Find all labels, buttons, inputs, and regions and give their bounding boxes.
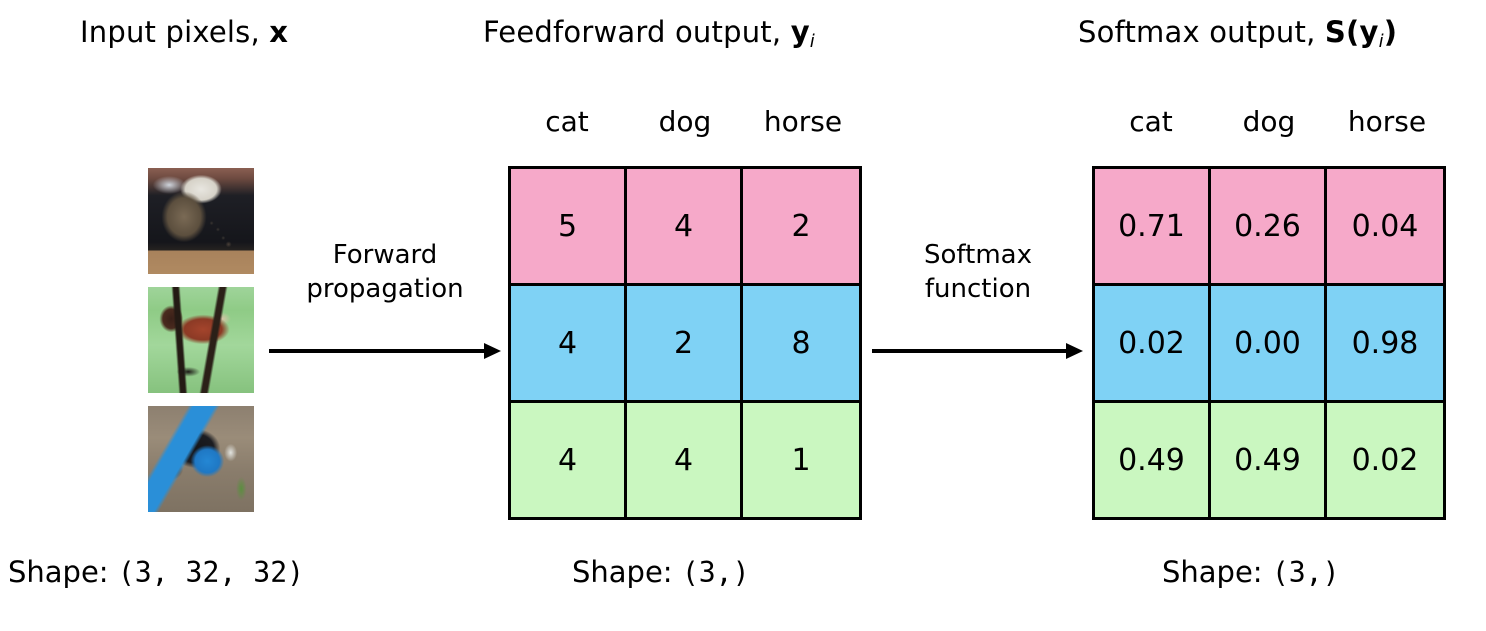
table-cell: 2 (627, 286, 743, 403)
dog-thumbnail (148, 406, 254, 512)
feedforward-column-title: Feedforward output, yi (483, 18, 815, 51)
feedforward-header-cat: cat (545, 105, 589, 138)
softmax-grid: 0.71 0.26 0.04 0.02 0.00 0.98 0.49 0.49 … (1092, 166, 1446, 520)
table-cell: 2 (743, 169, 859, 286)
feedforward-shape-prefix: Shape: (572, 555, 682, 589)
cat-thumbnail (148, 168, 254, 274)
softmax-shape-label: Shape: (3,) (1162, 558, 1340, 587)
input-title-text: Input pixels, (80, 15, 270, 49)
table-cell: 4 (627, 403, 743, 517)
softmax-title-open-paren: ( (1346, 15, 1360, 49)
softmax-arrow-shaft (872, 349, 1066, 353)
forward-propagation-line1: Forward (332, 240, 438, 270)
table-cell: 0.71 (1095, 169, 1211, 286)
feedforward-header-dog: dog (658, 105, 712, 138)
feedforward-shape-value: (3,) (681, 556, 750, 589)
softmax-header-horse: horse (1347, 105, 1427, 138)
forward-propagation-label: Forward propagation (269, 238, 501, 307)
table-cell: 0.00 (1211, 286, 1327, 403)
input-image-stack (148, 168, 254, 512)
table-cell: 4 (627, 169, 743, 286)
softmax-title-close-paren: ) (1383, 15, 1398, 49)
table-cell: 4 (511, 286, 627, 403)
table-cell: 0.04 (1327, 169, 1443, 286)
softmax-function-line1: Softmax (924, 240, 1032, 270)
input-shape-label: Shape: (3, 32, 32) (8, 558, 304, 587)
horse-thumbnail (148, 287, 254, 393)
table-cell: 0.02 (1327, 403, 1443, 517)
table-cell: 5 (511, 169, 627, 286)
feedforward-column-headers: cat dog horse (508, 108, 862, 136)
softmax-header-cat: cat (1129, 105, 1173, 138)
table-cell: 0.49 (1095, 403, 1211, 517)
softmax-column-title: Softmax output, S(yi) (1078, 18, 1397, 51)
table-cell: 0.49 (1211, 403, 1327, 517)
softmax-function-line2: function (924, 274, 1032, 305)
feedforward-title-variable: y (790, 15, 810, 49)
softmax-column-headers: cat dog horse (1092, 108, 1446, 136)
softmax-title-s: S (1324, 15, 1347, 49)
input-column-title: Input pixels, x (80, 18, 288, 47)
softmax-shape-value: (3,) (1271, 556, 1340, 589)
feedforward-grid: 5 4 2 4 2 8 4 4 1 (508, 166, 862, 520)
table-cell: 8 (743, 286, 859, 403)
forward-propagation-arrow: Forward propagation (269, 238, 501, 359)
softmax-header-dog: dog (1242, 105, 1296, 138)
table-cell: 4 (511, 403, 627, 517)
feedforward-shape-label: Shape: (3,) (572, 558, 750, 587)
forward-arrow-head (484, 343, 501, 359)
table-cell: 0.98 (1327, 286, 1443, 403)
table-cell: 0.26 (1211, 169, 1327, 286)
forward-arrow-shaft (269, 349, 484, 353)
softmax-function-label: Softmax function (872, 238, 1084, 307)
feedforward-header-horse: horse (763, 105, 843, 138)
table-cell: 1 (743, 403, 859, 517)
table-cell: 0.02 (1095, 286, 1211, 403)
softmax-arrow-head (1066, 343, 1083, 359)
forward-propagation-line2: propagation (306, 274, 464, 305)
input-shape-prefix: Shape: (8, 555, 118, 589)
input-shape-value: (3, 32, 32) (117, 556, 305, 589)
input-title-variable: x (269, 15, 289, 49)
softmax-title-variable: y (1359, 15, 1379, 49)
softmax-title-text: Softmax output, (1078, 15, 1325, 49)
softmax-title-subscript: i (1378, 31, 1384, 53)
softmax-shape-prefix: Shape: (1162, 555, 1272, 589)
feedforward-title-subscript: i (809, 31, 815, 53)
feedforward-title-text: Feedforward output, (483, 15, 791, 49)
softmax-function-arrow: Softmax function (872, 238, 1084, 359)
